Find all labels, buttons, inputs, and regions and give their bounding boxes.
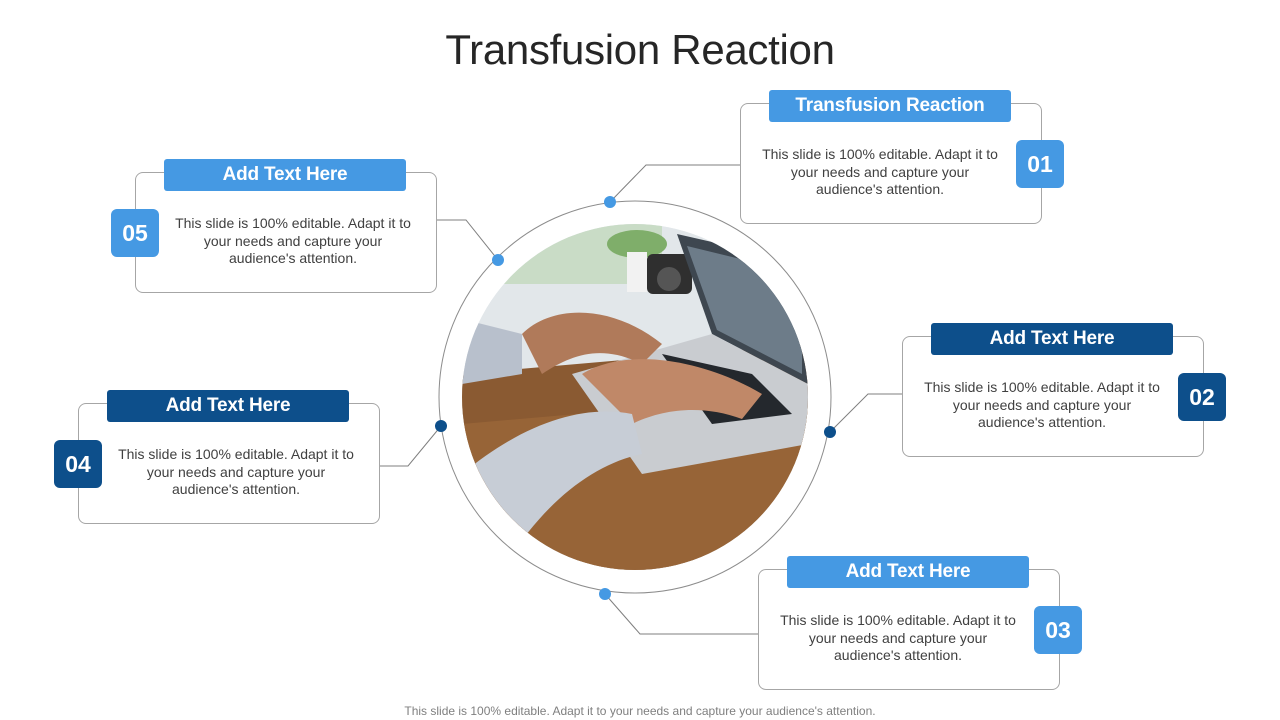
card-01-text: This slide is 100% editable. Adapt it to… [762, 146, 998, 197]
card-03: This slide is 100% editable. Adapt it to… [758, 569, 1060, 690]
dot-03 [599, 588, 611, 600]
center-photo [462, 224, 808, 570]
card-03-text: This slide is 100% editable. Adapt it to… [780, 612, 1016, 663]
footer-note: This slide is 100% editable. Adapt it to… [404, 704, 876, 718]
dot-02 [824, 426, 836, 438]
card-05-text: This slide is 100% editable. Adapt it to… [175, 215, 411, 266]
connector-05 [437, 219, 499, 261]
connector-03 [604, 593, 758, 635]
page-title: Transfusion Reaction [445, 26, 835, 73]
card-05-number-badge: 05 [111, 209, 159, 257]
card-05-heading: Add Text Here [164, 159, 406, 191]
card-02-heading: Add Text Here [931, 323, 1173, 355]
dot-05 [492, 254, 504, 266]
card-01-heading: Transfusion Reaction [769, 90, 1011, 122]
card-03-number-badge: 03 [1034, 606, 1082, 654]
connector-02 [829, 393, 902, 433]
dot-01 [604, 196, 616, 208]
card-01-number-badge: 01 [1016, 140, 1064, 188]
dot-04 [435, 420, 447, 432]
card-05: This slide is 100% editable. Adapt it to… [135, 172, 437, 293]
card-02-text: This slide is 100% editable. Adapt it to… [924, 379, 1160, 430]
card-02-number-badge: 02 [1178, 373, 1226, 421]
connector-04 [380, 425, 442, 467]
card-03-heading: Add Text Here [787, 556, 1029, 588]
laptop-typing-photo-icon [462, 224, 808, 570]
outer-ring [438, 200, 832, 594]
card-04-text: This slide is 100% editable. Adapt it to… [118, 446, 354, 497]
card-04: This slide is 100% editable. Adapt it to… [78, 403, 380, 524]
connector-01 [609, 164, 740, 203]
card-04-number-badge: 04 [54, 440, 102, 488]
card-02: This slide is 100% editable. Adapt it to… [902, 336, 1204, 457]
card-04-heading: Add Text Here [107, 390, 349, 422]
